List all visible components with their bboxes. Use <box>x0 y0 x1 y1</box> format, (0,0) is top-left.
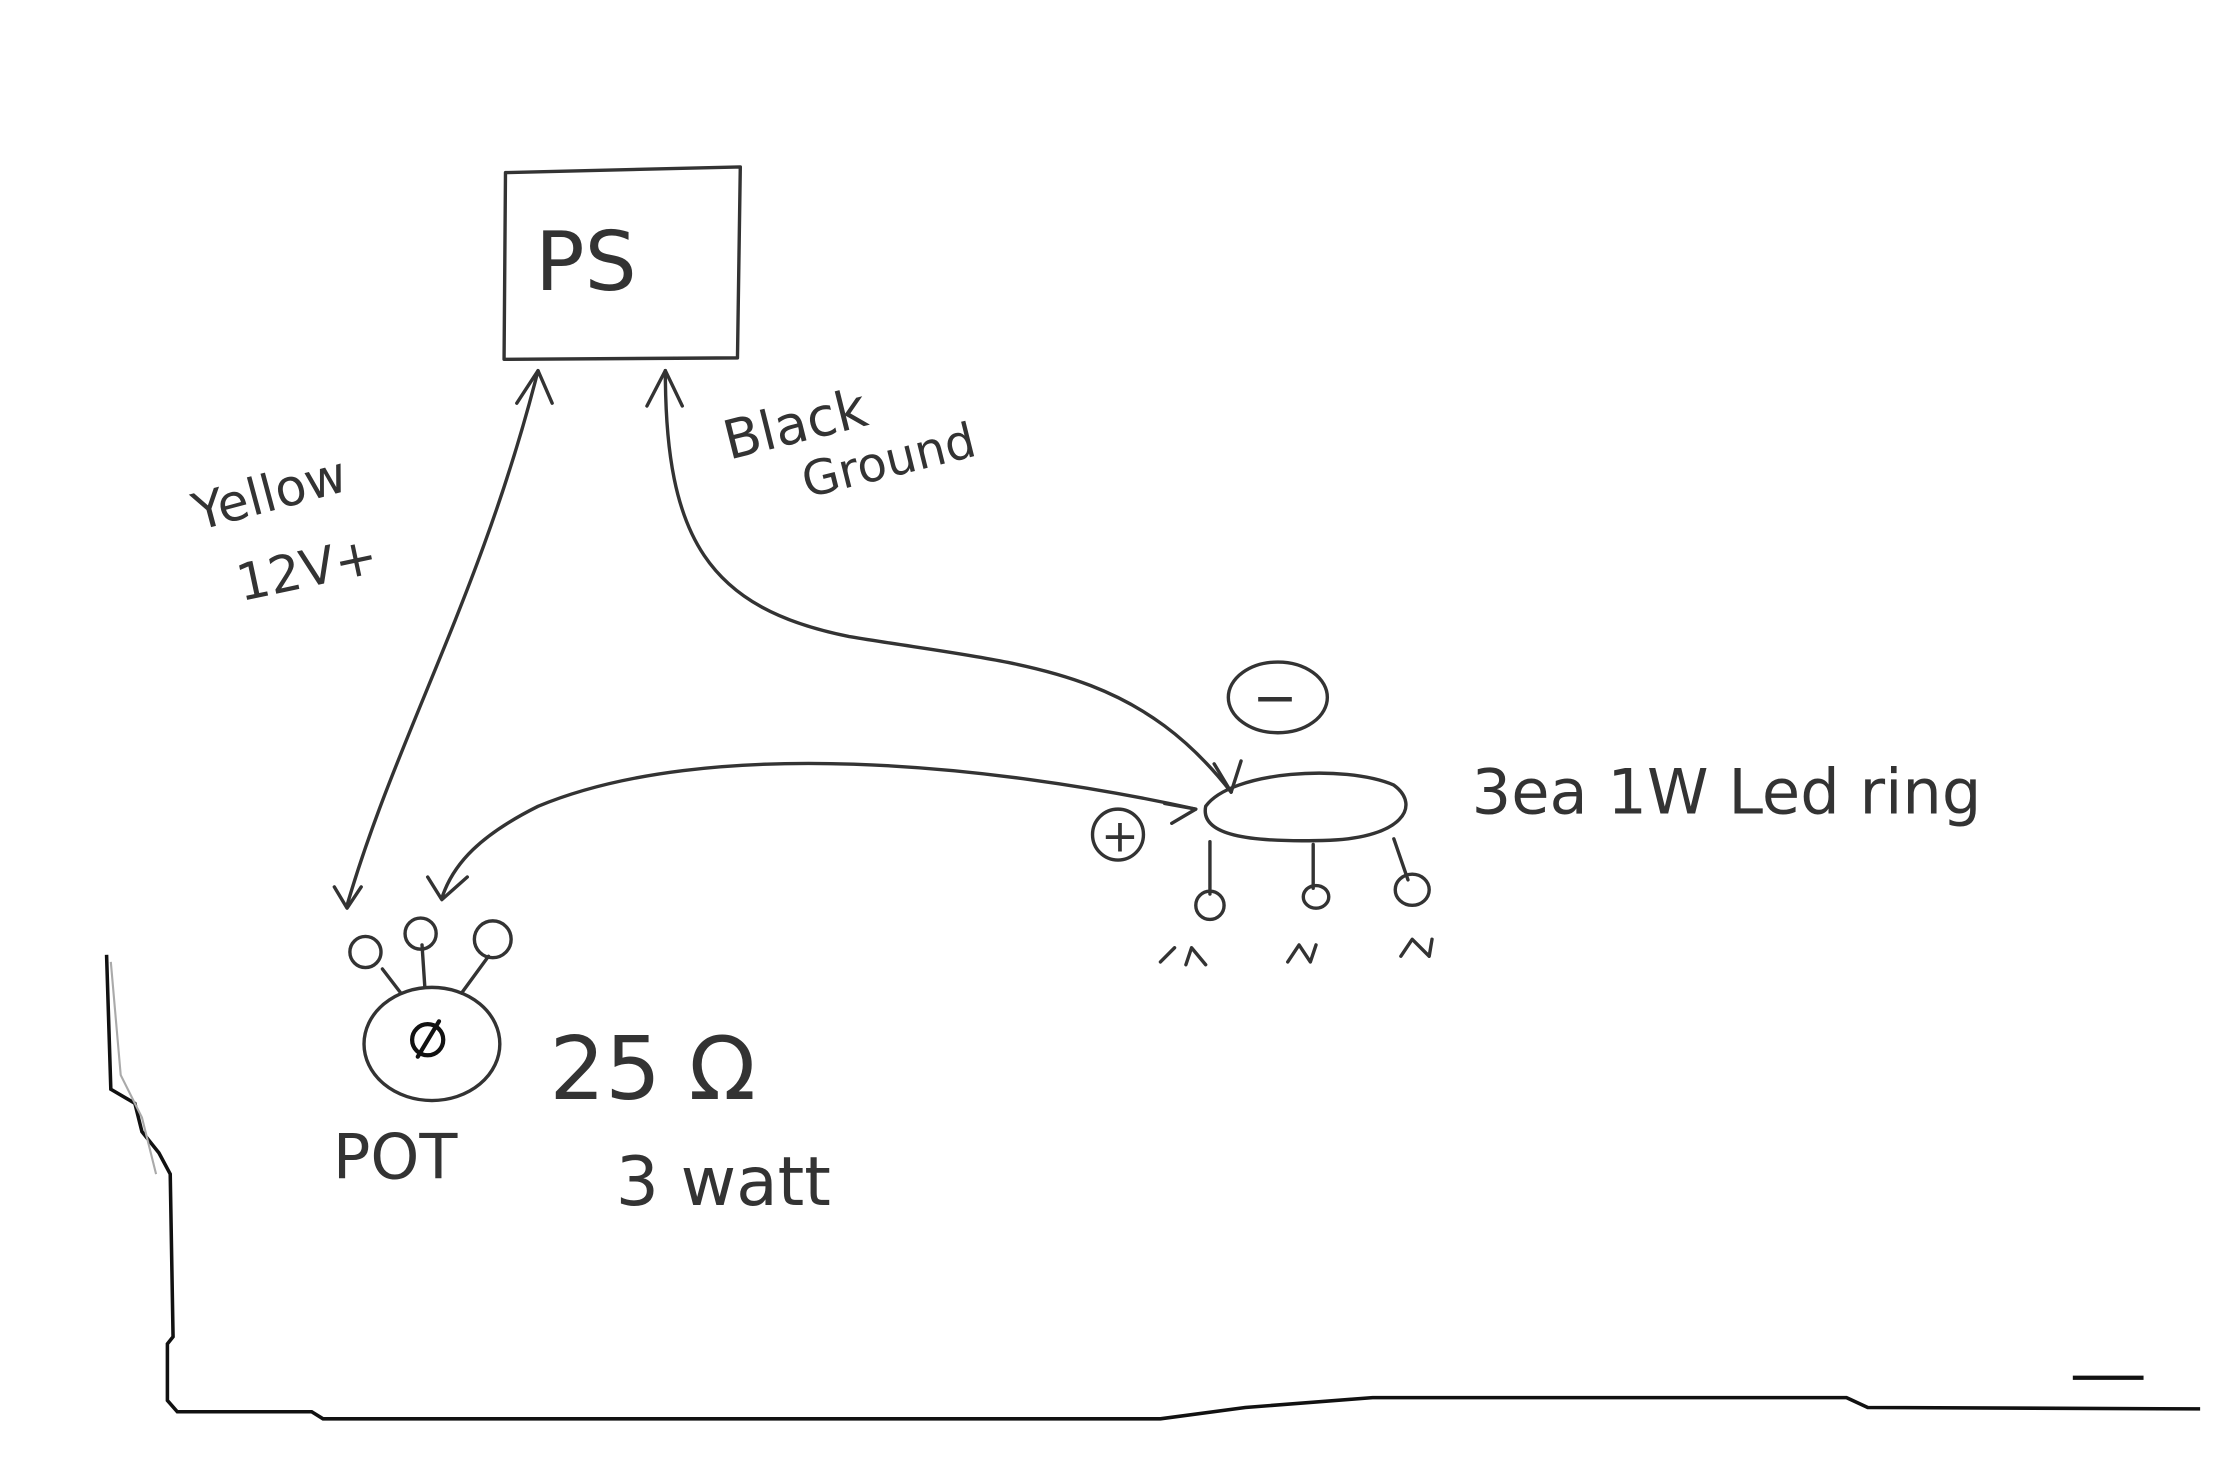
pot-wattage: 3 watt <box>616 1143 831 1222</box>
positive-wire-voltage: 12V+ <box>231 527 382 614</box>
pot-resistance: 25 Ω <box>549 1018 755 1120</box>
led-ring: + − 3ea 1W Led ring <box>1090 660 1982 967</box>
potentiometer: POT 25 Ω 3 watt <box>333 916 831 1222</box>
positive-wire-color: Yellow <box>186 445 354 543</box>
led-minus-terminal <box>1226 660 1330 735</box>
led-to-pot-wire <box>425 761 1198 902</box>
power-supply: PS <box>502 165 742 361</box>
paper-edge <box>104 954 2201 1421</box>
positive-wire: Yellow 12V+ <box>186 368 554 910</box>
led-label: 3ea 1W Led ring <box>1472 755 1982 828</box>
power-supply-label: PS <box>535 215 637 310</box>
led-plus-terminal <box>1090 807 1146 862</box>
ground-wire: Black Ground <box>645 368 1243 794</box>
led-plus-label: + <box>1101 810 1139 863</box>
pot-label: POT <box>333 1120 459 1193</box>
led-minus-label: − <box>1252 666 1297 729</box>
